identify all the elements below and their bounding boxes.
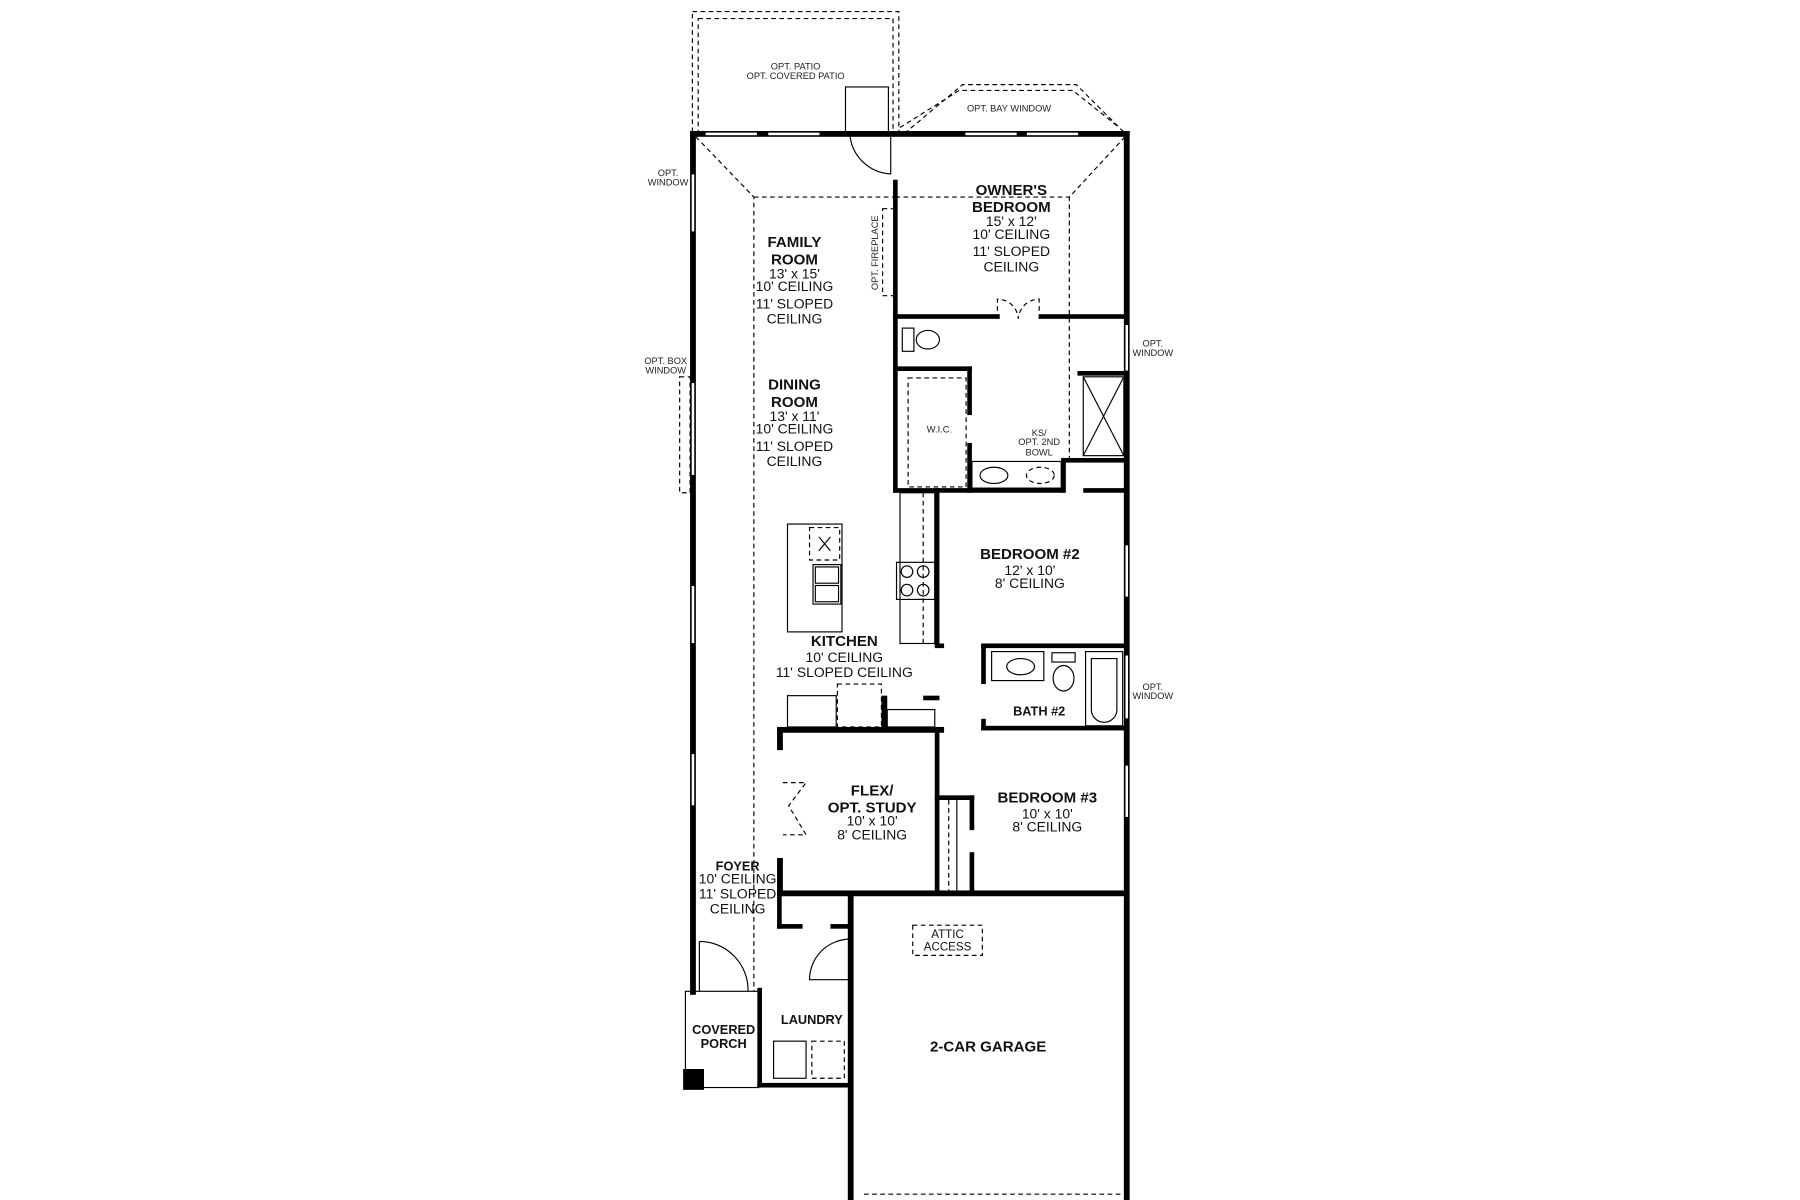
opt-window-note: OPT. [658,168,679,178]
interior-walls [777,179,1128,929]
bedroom-2-ceiling: 8' CEILING [995,575,1065,591]
opt-bay-window [899,84,1126,134]
dining-room-sloped: CEILING [767,453,823,469]
box-window-note: WINDOW [645,365,686,375]
laundry-door[interactable] [808,938,851,981]
family-room-ceiling: 10' CEILING [756,278,834,294]
ks-note: KS/ [1032,428,1047,438]
rear-door[interactable] [849,136,892,175]
foyer-sloped: CEILING [710,901,766,917]
dining-room-ceiling: 10' CEILING [756,421,834,437]
ceiling-lines [695,136,1126,992]
kitchen-label: KITCHEN [811,633,878,650]
family-room-label: FAMILY [768,234,822,251]
opt-window-note: OPT. [1143,339,1164,349]
covered-patio-note: OPT. COVERED PATIO [747,71,845,81]
family-room-sloped: 11' SLOPED [756,295,833,311]
dining-room-size: 13' x 11' [770,408,820,424]
kitchen-sloped: 11' SLOPED CEILING [776,664,913,680]
attic-note: ATTIC [931,929,964,941]
owners-bedroom-label: OWNER'S [976,182,1047,199]
covered-porch [683,940,760,1090]
bedroom-3-ceiling: 8' CEILING [1012,818,1082,834]
foyer-label: FOYER [716,859,760,874]
dining-room-label: DINING [768,377,821,394]
ks-note: OPT. 2ND [1018,437,1060,447]
porch-label: COVERED [692,1022,755,1037]
kitchen-ceiling: 10' CEILING [806,649,884,665]
wic-label: W.I.C. [927,424,952,434]
bedroom-2-size: 12' x 10' [1004,562,1055,578]
porch-label: PORCH [701,1036,747,1051]
owners-bedroom-size: 15' x 12' [986,213,1037,229]
dining-room-label: ROOM [771,394,818,411]
family-room-label: ROOM [771,251,818,268]
bedroom-2-label: BEDROOM #2 [980,546,1080,563]
opt-window-note: WINDOW [1133,691,1174,701]
fireplace-note: OPT. FIREPLACE [870,215,880,290]
owners-bedroom-ceiling: 10' CEILING [973,226,1051,242]
opt-window-note: OPT. [1143,682,1164,692]
attic-note: ACCESS [924,942,972,954]
windows [679,131,1129,818]
flex-size: 10' x 10' [847,813,898,829]
flex-ceiling: 8' CEILING [837,826,907,842]
family-room-sloped: CEILING [767,310,823,326]
owners-bedroom-sloped: 11' SLOPED [973,243,1050,259]
foyer-ceiling: 10' CEILING [699,870,777,886]
family-room-size: 13' x 15' [769,265,820,281]
owners-bedroom-label: BEDROOM [972,199,1051,216]
dining-room-sloped: 11' SLOPED [756,438,833,454]
garage-label: 2-CAR GARAGE [930,1039,1046,1056]
foyer-sloped: 11' SLOPED [699,886,776,902]
patio-note: OPT. PATIO [771,62,821,72]
flex-label: FLEX/ [851,782,895,799]
bay-window-note: OPT. BAY WINDOW [967,103,1051,113]
laundry-label: LAUNDRY [781,1012,843,1027]
fixtures [773,208,1125,1079]
ks-note: BOWL [1026,448,1053,458]
bedroom-3-size: 10' x 10' [1022,806,1073,822]
opt-window-note: WINDOW [1133,348,1174,358]
box-window-note: OPT. BOX [644,356,687,366]
bath-2-label: BATH #2 [1013,703,1065,718]
owners-bedroom-sloped: CEILING [984,258,1040,274]
opt-window-note: WINDOW [648,178,689,188]
labels: OPT. PATIO OPT. COVERED PATIO OPT. BAY W… [644,62,1173,1056]
bedroom-3-label: BEDROOM #3 [997,789,1097,806]
flex-label: OPT. STUDY [828,800,917,817]
